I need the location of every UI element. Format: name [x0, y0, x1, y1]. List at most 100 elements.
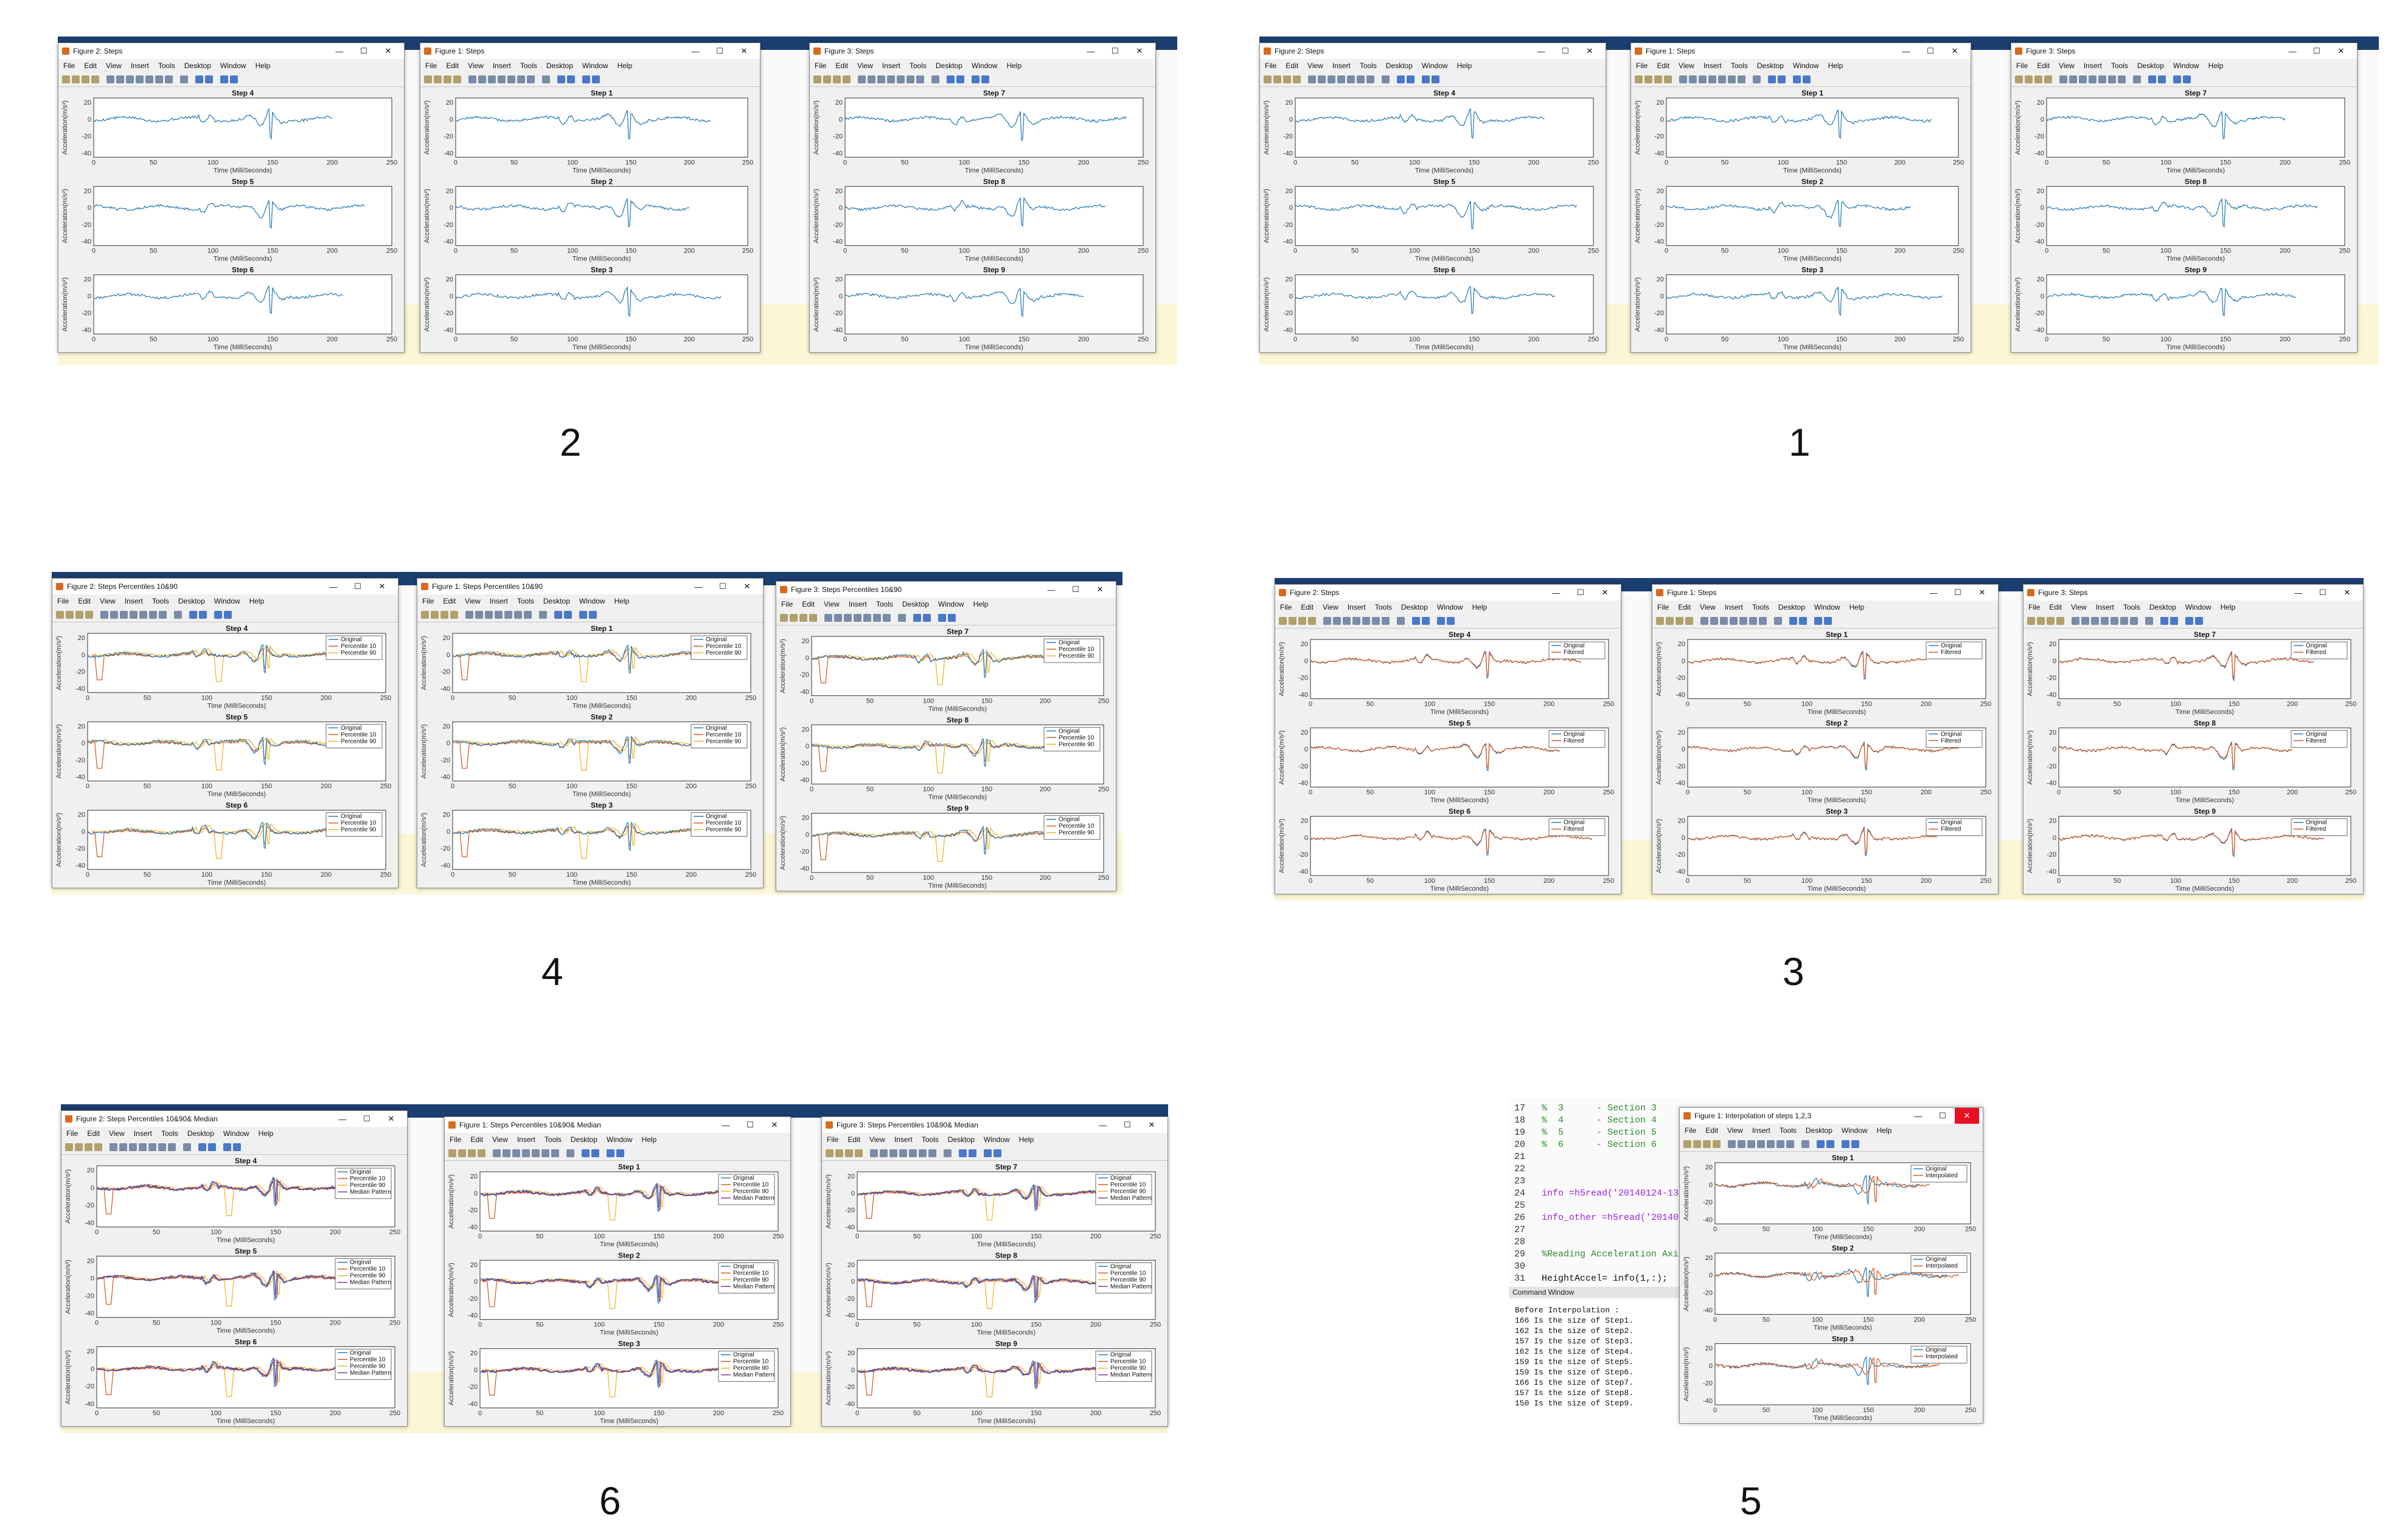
close-icon[interactable]: ✕ — [1601, 588, 1609, 597]
zoom-out-icon[interactable] — [2091, 617, 2099, 625]
menu-item-window[interactable]: Window — [214, 597, 240, 605]
rotate-icon[interactable] — [2098, 75, 2106, 83]
new-figure-icon[interactable] — [813, 75, 821, 83]
menu-item-window[interactable]: Window — [2185, 603, 2211, 611]
minimize-icon[interactable]: — — [691, 46, 700, 56]
new-figure-icon[interactable] — [62, 75, 70, 83]
menu-item-tools[interactable]: Tools — [151, 597, 169, 605]
colorbar-icon[interactable] — [195, 75, 203, 83]
menu-item-tools[interactable]: Tools — [1752, 603, 1769, 611]
link-icon[interactable] — [898, 614, 906, 622]
editor-line[interactable]: 29 %Reading Acceleration Axis — [1509, 1249, 1684, 1259]
zoom-out-icon[interactable] — [129, 1143, 137, 1151]
link-icon[interactable] — [944, 1149, 952, 1157]
link-icon[interactable] — [1753, 75, 1761, 83]
zoom-out-icon[interactable] — [512, 1149, 520, 1157]
maximize-icon[interactable]: ☐ — [1072, 585, 1079, 594]
window-titlebar[interactable]: Figure 2: Steps—☐✕ — [1275, 585, 1621, 601]
maximize-icon[interactable]: ☐ — [354, 582, 361, 591]
menu-item-desktop[interactable]: Desktop — [2137, 61, 2164, 70]
menu-item-desktop[interactable]: Desktop — [187, 1129, 214, 1138]
menu-item-edit[interactable]: Edit — [84, 61, 97, 70]
menu-item-tools[interactable]: Tools — [517, 597, 534, 605]
open-icon[interactable] — [458, 1149, 466, 1157]
window-titlebar[interactable]: Figure 2: Steps—☐✕ — [1260, 43, 1606, 59]
menu-item-view[interactable]: View — [1679, 61, 1694, 70]
print-icon[interactable] — [94, 1143, 102, 1151]
menu-item-desktop[interactable]: Desktop — [184, 61, 211, 70]
minimize-icon[interactable]: — — [694, 582, 703, 591]
data-cursor-icon[interactable] — [1749, 617, 1757, 625]
pointer-icon[interactable] — [110, 1143, 117, 1151]
menu-item-file[interactable]: File — [450, 1135, 462, 1144]
brush-icon[interactable] — [928, 1149, 936, 1157]
data-cursor-icon[interactable] — [541, 1149, 549, 1157]
window-titlebar[interactable]: Figure 2: Steps Percentiles 10&90& Media… — [61, 1111, 407, 1127]
minimize-icon[interactable]: — — [329, 582, 338, 591]
menu-item-help[interactable]: Help — [1828, 61, 1843, 70]
minimize-icon[interactable]: — — [1537, 46, 1545, 56]
pan-icon[interactable] — [130, 611, 137, 619]
menu-item-edit[interactable]: Edit — [446, 61, 459, 70]
menu-item-desktop[interactable]: Desktop — [947, 1135, 975, 1144]
menu-item-window[interactable]: Window — [220, 61, 246, 70]
menu-item-tools[interactable]: Tools — [909, 61, 927, 70]
maximize-icon[interactable]: ☐ — [360, 46, 367, 55]
pan-icon[interactable] — [1730, 617, 1738, 625]
new-figure-icon[interactable] — [421, 611, 429, 619]
figure-window[interactable]: Figure 3: Steps Percentiles 10&90—☐✕File… — [776, 581, 1116, 891]
window-titlebar[interactable]: Figure 3: Steps—☐✕ — [2011, 43, 2357, 59]
menu-item-insert[interactable]: Insert — [517, 1135, 535, 1144]
save-icon[interactable] — [1703, 1140, 1711, 1148]
rotate-icon[interactable] — [1739, 617, 1747, 625]
print-icon[interactable] — [855, 1149, 863, 1157]
save-icon[interactable] — [85, 1143, 92, 1151]
data-cursor-icon[interactable] — [919, 1149, 927, 1157]
open-icon[interactable] — [835, 1149, 843, 1157]
menu-item-window[interactable]: Window — [938, 600, 964, 608]
data-cursor-icon[interactable] — [155, 75, 163, 83]
hide-tools-icon[interactable] — [214, 611, 222, 619]
close-icon[interactable]: ✕ — [385, 46, 392, 55]
colorbar-icon[interactable] — [1397, 75, 1405, 83]
figure-window[interactable]: Figure 2: Steps Percentiles 10&90& Media… — [61, 1110, 408, 1427]
zoom-out-icon[interactable] — [485, 611, 493, 619]
pointer-icon[interactable] — [100, 611, 108, 619]
close-icon[interactable]: ✕ — [743, 582, 751, 591]
link-icon[interactable] — [1774, 617, 1782, 625]
maximize-icon[interactable]: ☐ — [1577, 588, 1584, 597]
hide-tools-icon[interactable] — [582, 75, 590, 83]
colorbar-icon[interactable] — [959, 1149, 967, 1157]
new-figure-icon[interactable] — [1279, 617, 1287, 625]
colorbar-icon[interactable] — [947, 75, 955, 83]
colorbar-icon[interactable] — [1412, 617, 1420, 625]
rotate-icon[interactable] — [2110, 617, 2118, 625]
data-cursor-icon[interactable] — [514, 611, 522, 619]
show-tools-icon[interactable] — [1824, 617, 1832, 625]
brush-icon[interactable] — [1759, 617, 1767, 625]
pointer-icon[interactable] — [465, 611, 473, 619]
menu-item-help[interactable]: Help — [2220, 603, 2236, 611]
print-icon[interactable] — [1664, 75, 1672, 83]
new-figure-icon[interactable] — [65, 1143, 73, 1151]
menu-item-view[interactable]: View — [465, 597, 481, 605]
editor-line[interactable]: 28 — [1509, 1237, 1679, 1247]
